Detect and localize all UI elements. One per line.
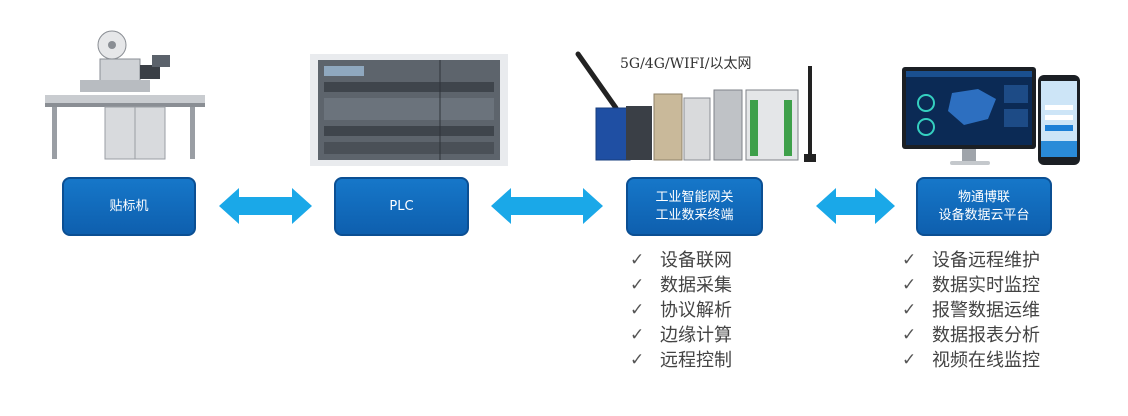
list-item: ✓ 数据采集	[630, 273, 732, 298]
check-icon: ✓	[630, 250, 645, 270]
feature-label: 数据采集	[660, 275, 732, 296]
labeling-machine-image	[45, 30, 205, 160]
node-label-line1: 工业智能网关	[655, 189, 734, 205]
check-icon: ✓	[630, 275, 645, 295]
feature-label: 设备联网	[660, 250, 732, 271]
check-icon: ✓	[630, 300, 645, 320]
check-icon: ✓	[902, 350, 917, 370]
feature-label: 边缘计算	[660, 325, 732, 346]
check-icon: ✓	[902, 300, 917, 320]
gateway-feature-list: ✓ 设备联网 ✓ 数据采集 ✓ 协议解析 ✓ 边缘计算 ✓ 远程控制	[630, 248, 732, 373]
check-icon: ✓	[902, 250, 917, 270]
gateway-devices-image	[575, 51, 816, 162]
feature-label: 协议解析	[660, 300, 732, 321]
cloud-platform-image	[902, 67, 1080, 165]
list-item: ✓ 数据报表分析	[902, 323, 1040, 348]
list-item: ✓ 设备联网	[630, 248, 732, 273]
feature-label: 视频在线监控	[932, 350, 1040, 371]
feature-label: 数据实时监控	[932, 275, 1040, 296]
list-item: ✓ 设备远程维护	[902, 248, 1040, 273]
list-item: ✓ 报警数据运维	[902, 298, 1040, 323]
node-label-line1: 物通博联	[957, 189, 1010, 205]
network-label: 5G/4G/WIFI/以太网	[620, 56, 752, 72]
double-arrow-3	[816, 188, 895, 224]
node-label-line2: 设备数据云平台	[938, 207, 1030, 223]
check-icon: ✓	[630, 325, 645, 345]
plc-image	[310, 54, 508, 166]
feature-label: 数据报表分析	[932, 325, 1040, 346]
list-item: ✓ 数据实时监控	[902, 273, 1040, 298]
check-icon: ✓	[630, 350, 645, 370]
check-icon: ✓	[902, 275, 917, 295]
node-cloud-platform: 物通博联 设备数据云平台	[916, 177, 1052, 236]
node-label: PLC	[389, 198, 414, 214]
list-item: ✓ 视频在线监控	[902, 348, 1040, 373]
check-icon: ✓	[902, 325, 917, 345]
double-arrow-2	[491, 188, 603, 224]
list-item: ✓ 边缘计算	[630, 323, 732, 348]
double-arrow-1	[219, 188, 312, 224]
feature-label: 设备远程维护	[932, 250, 1040, 271]
feature-label: 远程控制	[660, 350, 732, 371]
node-label-line2: 工业数采终端	[655, 207, 734, 223]
node-labeling-machine: 贴标机	[62, 177, 196, 236]
list-item: ✓ 远程控制	[630, 348, 732, 373]
node-label: 贴标机	[109, 198, 149, 214]
node-plc: PLC	[334, 177, 469, 236]
platform-feature-list: ✓ 设备远程维护 ✓ 数据实时监控 ✓ 报警数据运维 ✓ 数据报表分析 ✓ 视频在线监控	[902, 248, 1040, 373]
node-gateway: 工业智能网关 工业数采终端	[626, 177, 763, 236]
list-item: ✓ 协议解析	[630, 298, 732, 323]
feature-label: 报警数据运维	[932, 300, 1040, 321]
